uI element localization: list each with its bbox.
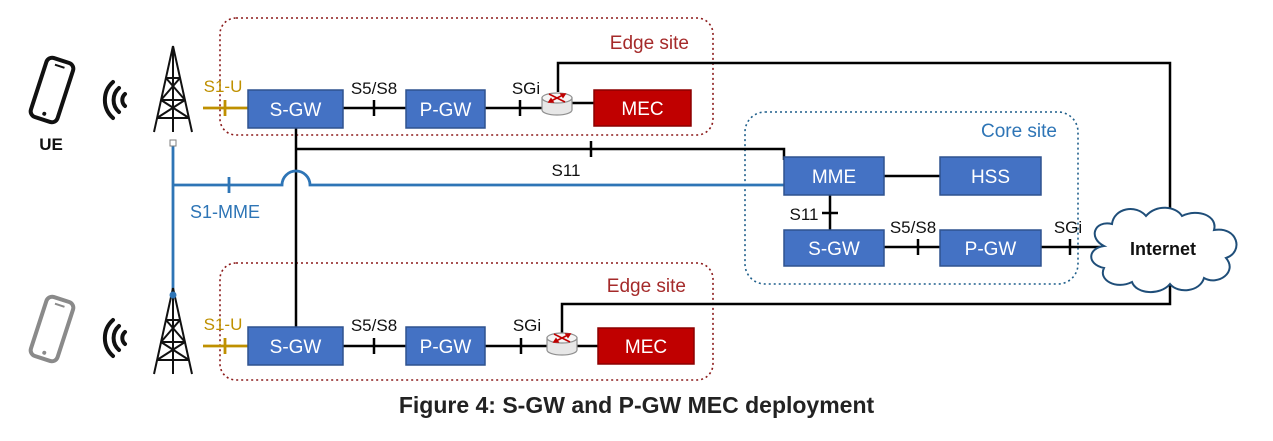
s11-top-link bbox=[296, 147, 786, 160]
pgw-core-label: P-GW bbox=[965, 239, 1017, 260]
sgw-top-node[interactable]: S-GW bbox=[247, 89, 344, 129]
sgw-core-label: S-GW bbox=[808, 239, 860, 260]
cloud-icon: Internet bbox=[1090, 206, 1238, 293]
interface-ticks bbox=[372, 100, 1072, 354]
s1-u-lines bbox=[203, 100, 248, 354]
tower-connector bbox=[169, 139, 177, 147]
wireless-signal-icon bbox=[102, 318, 127, 358]
cell-tower-icon bbox=[153, 287, 193, 375]
sgw-top-label: S-GW bbox=[270, 100, 322, 121]
s1-mme-label: S1-MME bbox=[190, 202, 260, 222]
mme-node[interactable]: MME bbox=[783, 156, 885, 196]
s1-u-bottom-label: S1-U bbox=[204, 315, 243, 334]
mec-top-node[interactable]: MEC bbox=[593, 89, 692, 127]
pgw-top-node[interactable]: P-GW bbox=[405, 89, 486, 129]
sgw-bottom-node[interactable]: S-GW bbox=[247, 326, 344, 366]
edge-site-top-title: Edge site bbox=[610, 33, 689, 54]
mec-bottom-node[interactable]: MEC bbox=[597, 327, 695, 365]
core-site-boundary bbox=[744, 111, 1079, 285]
pgw-bottom-node[interactable]: P-GW bbox=[405, 326, 486, 366]
s1-mme-lines bbox=[171, 144, 784, 297]
s11-core-label: S11 bbox=[790, 205, 819, 224]
s5s8-bottom-label: S5/S8 bbox=[351, 316, 397, 335]
hss-node[interactable]: HSS bbox=[939, 156, 1042, 196]
pgw-core-node[interactable]: P-GW bbox=[939, 229, 1042, 267]
sgi-top-label: SGi bbox=[512, 79, 540, 98]
pgw-top-label: P-GW bbox=[420, 100, 472, 121]
core-site-title: Core site bbox=[981, 121, 1057, 142]
pgw-bottom-label: P-GW bbox=[420, 337, 472, 358]
sgw-core-node[interactable]: S-GW bbox=[783, 229, 885, 267]
interface-labels: S5/S8 SGi S11 S11 S5/S8 SGi S5/S8 SGi bbox=[351, 79, 1082, 335]
router-icon bbox=[546, 332, 578, 356]
wireless-signal-icon bbox=[102, 80, 127, 120]
hss-label: HSS bbox=[971, 167, 1010, 188]
mec-top-label: MEC bbox=[621, 99, 663, 120]
mec-bottom-label: MEC bbox=[625, 337, 667, 358]
s1-u-top-label: S1-U bbox=[204, 77, 243, 96]
smartphone-icon bbox=[28, 55, 76, 125]
edge-site-top-boundary bbox=[219, 17, 714, 136]
bottom-router-internet-link bbox=[560, 268, 1172, 338]
router-icon bbox=[541, 92, 573, 116]
s11-top-label: S11 bbox=[552, 161, 581, 180]
smartphone-icon bbox=[28, 294, 76, 364]
s1-mme-horizontal bbox=[173, 169, 784, 187]
sgi-core-label: SGi bbox=[1054, 218, 1082, 237]
s5s8-core-label: S5/S8 bbox=[890, 218, 936, 237]
top-router-internet-link bbox=[556, 61, 1172, 226]
sgw-bottom-label: S-GW bbox=[270, 337, 322, 358]
ue-label: UE bbox=[39, 135, 63, 154]
cell-tower-icon bbox=[153, 45, 193, 133]
edge-site-bottom-boundary bbox=[219, 262, 714, 381]
internet-label: Internet bbox=[1130, 239, 1196, 259]
mme-label: MME bbox=[812, 167, 856, 188]
edge-site-bottom-title: Edge site bbox=[607, 276, 686, 297]
tower-connector bbox=[169, 291, 177, 299]
s5s8-top-label: S5/S8 bbox=[351, 79, 397, 98]
figure-caption: Figure 4: S-GW and P-GW MEC deployment bbox=[398, 392, 875, 418]
sgi-bottom-label: SGi bbox=[513, 316, 541, 335]
